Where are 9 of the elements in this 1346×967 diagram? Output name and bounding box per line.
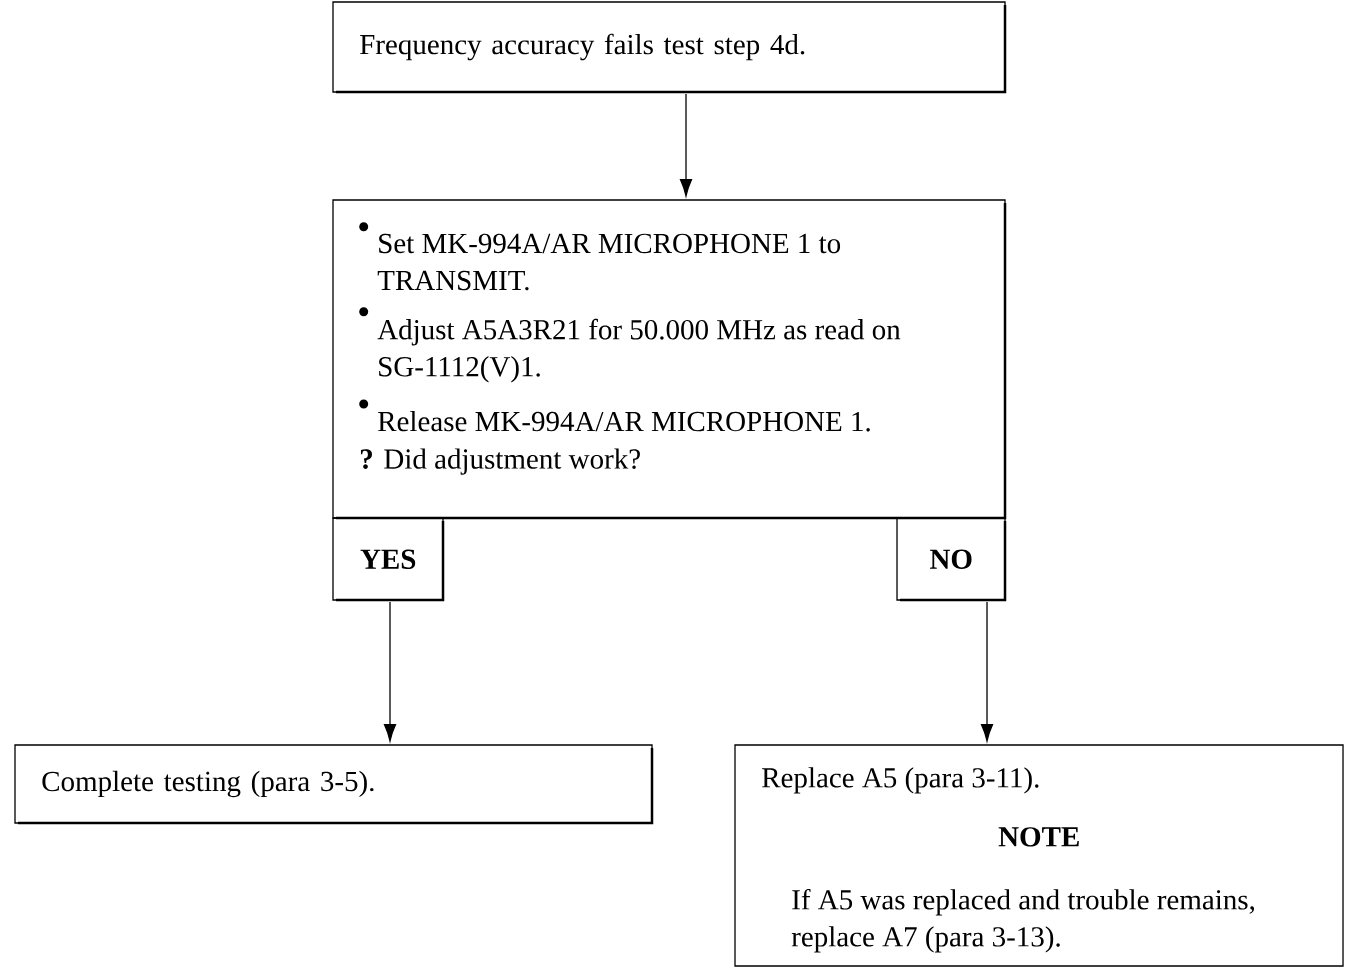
arrow xyxy=(679,93,693,197)
decision-box: Set MK-994A/AR MICROPHONE 1 to TRANSMIT. Adjust A5A3R21 for 50.000 MHz as read on SG-1112(V)1. Release MK-994A/AR MICROPHONE 1. ? Did adjustment work? xyxy=(332,199,1007,520)
answer-tab: YES xyxy=(332,517,445,602)
process-box: Frequency accuracy fails test step 4d. xyxy=(332,1,1007,94)
answer-tab: NO xyxy=(896,517,1007,602)
arrow xyxy=(980,601,994,742)
process-box: Complete testing (para 3-5). xyxy=(14,744,654,825)
arrow xyxy=(383,601,397,742)
action-box: Replace A5 (para 3-11). NOTE If A5 was replaced and trouble remains, replace A7 (para 3-13). xyxy=(734,744,1344,967)
